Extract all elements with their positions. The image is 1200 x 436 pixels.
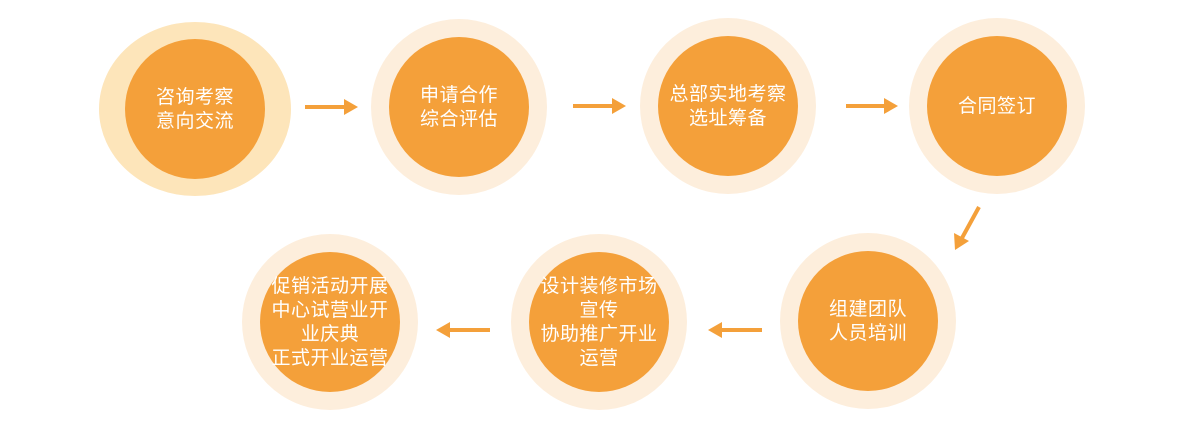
step-circle: 设计装修市场 宣传 协助推广开业 运营: [529, 252, 669, 392]
step-decoration-marketing: 设计装修市场 宣传 协助推广开业 运营: [511, 234, 687, 410]
arrow-right-icon: [573, 98, 626, 114]
step-contract-signing: 合同签订: [909, 18, 1085, 194]
step-label-line: 选址筹备: [688, 107, 767, 129]
step-circle: 申请合作 综合评估: [389, 37, 529, 177]
step-label-line: 申请合作: [419, 84, 498, 106]
arrow-left-icon: [708, 322, 762, 338]
step-label-line: 组建团队: [828, 298, 907, 320]
step-promotion-opening: 促销活动开展 中心试营业开 业庆典 正式开业运营: [242, 234, 418, 410]
step-label-line: 综合评估: [419, 108, 498, 130]
step-label-line: 运营: [579, 347, 619, 369]
step-label-line: 设计装修市场: [540, 275, 658, 297]
arrow-right-icon: [846, 98, 898, 114]
step-label-line: 促销活动开展: [271, 275, 389, 297]
step-label-line: 人员培训: [828, 322, 907, 344]
arrow-down-left-icon: [954, 206, 981, 250]
step-label-line: 正式开业运营: [271, 347, 389, 369]
arrow-left-icon: [436, 322, 490, 338]
step-label-line: 合同签订: [957, 95, 1036, 117]
step-label-line: 协助推广开业: [540, 323, 658, 345]
step-apply-evaluate: 申请合作 综合评估: [371, 19, 547, 195]
step-site-inspection: 总部实地考察 选址筹备: [640, 18, 816, 194]
step-consult-exchange: 咨询考察 意向交流: [99, 22, 291, 196]
arrow-right-icon: [305, 99, 358, 115]
step-label-line: 业庆典: [300, 323, 360, 345]
step-label-line: 意向交流: [155, 110, 234, 132]
step-label-line: 中心试营业开: [271, 299, 389, 321]
step-label-line: 宣传: [579, 299, 619, 321]
step-circle: 合同签订: [927, 36, 1067, 176]
step-label-line: 咨询考察: [155, 86, 234, 108]
step-circle: 组建团队 人员培训: [798, 251, 938, 391]
step-circle: 总部实地考察 选址筹备: [658, 36, 798, 176]
step-circle: 促销活动开展 中心试营业开 业庆典 正式开业运营: [260, 252, 400, 392]
step-circle: 咨询考察 意向交流: [125, 39, 265, 179]
step-label-line: 总部实地考察: [669, 83, 787, 105]
step-team-training: 组建团队 人员培训: [780, 233, 956, 409]
